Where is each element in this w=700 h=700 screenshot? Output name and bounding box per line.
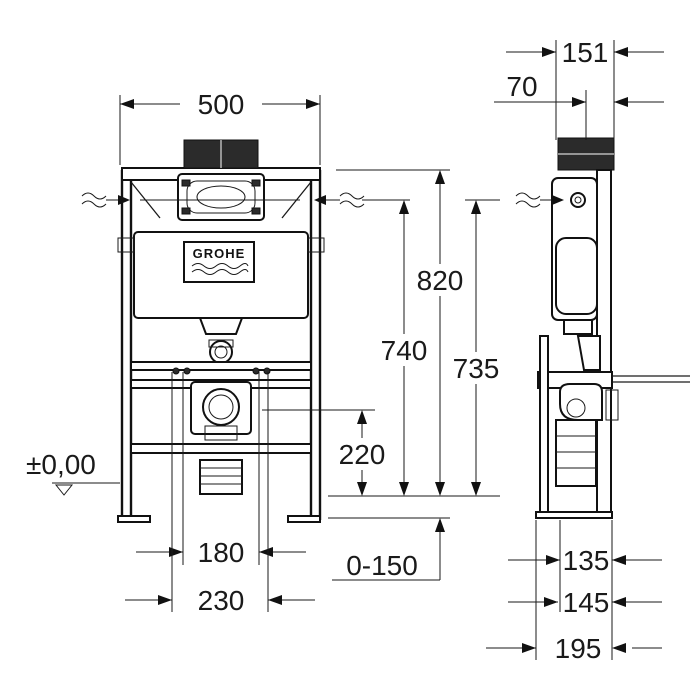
side-view — [515, 137, 690, 519]
dim-spacing-180: 180 — [198, 537, 245, 568]
brand-logo — [183, 241, 255, 283]
side-dimensions: 151 70 135 145 195 — [486, 37, 664, 664]
dim-depth-70: 70 — [506, 71, 537, 102]
brand-logo-text: GROHE — [193, 246, 246, 261]
dim-depth-151: 151 — [562, 37, 609, 68]
dim-floor-level: ±0,00 — [26, 449, 96, 480]
front-view: GROHE — [81, 139, 365, 523]
dim-spacing-230: 230 — [198, 585, 245, 616]
dim-depth-135: 135 — [563, 545, 610, 576]
dim-width-500: 500 — [198, 89, 245, 120]
front-dimensions: 500 820 740 735 220 ±0,0 — [26, 89, 500, 616]
dim-height-820: 820 — [417, 265, 464, 296]
dim-depth-145: 145 — [563, 587, 610, 618]
dim-height-740: 740 — [381, 335, 428, 366]
dim-depth-195: 195 — [555, 633, 602, 664]
dim-height-735: 735 — [453, 353, 500, 384]
dim-adjust-range: 0-150 — [346, 550, 418, 581]
dim-height-220: 220 — [339, 439, 386, 470]
